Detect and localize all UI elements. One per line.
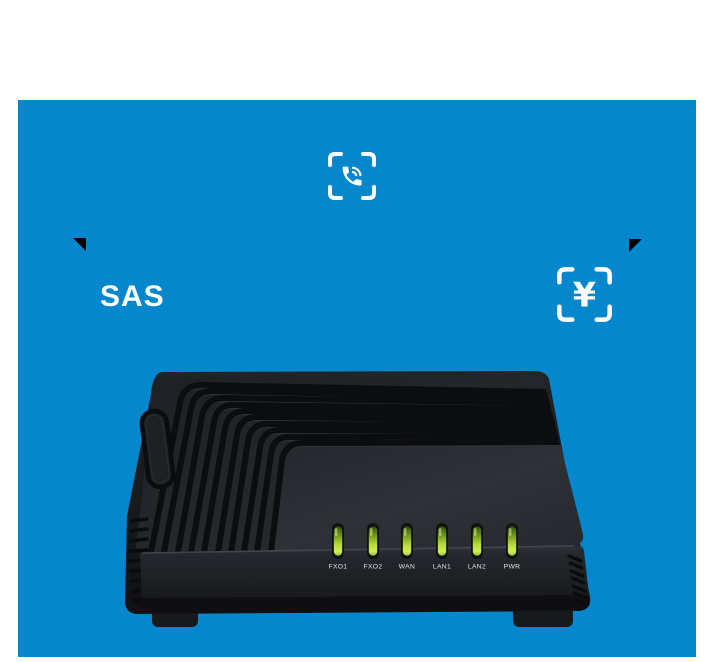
device-front-face <box>140 545 590 612</box>
device-led-panel <box>271 442 583 552</box>
svg-text:WAN: WAN <box>399 564 416 571</box>
right-vents <box>567 554 588 607</box>
led-fxo2: FXO2 <box>363 523 382 571</box>
led-pwr: PWR <box>504 523 521 571</box>
corner-mark-left <box>73 238 86 251</box>
phone-scan-icon <box>328 152 376 200</box>
led-lan2: LAN2 <box>468 523 486 571</box>
brand-text: SAS <box>100 280 165 313</box>
svg-text:LAN2: LAN2 <box>468 564 486 571</box>
svg-text:PWR: PWR <box>504 564 521 571</box>
corner-mark-right <box>629 239 642 252</box>
svg-text:FXO2: FXO2 <box>363 564 382 571</box>
svg-text:FXO1: FXO1 <box>328 564 347 571</box>
svg-text:LAN1: LAN1 <box>433 564 451 571</box>
led-row: FXO1 FXO2 WAN LAN1 <box>328 523 520 571</box>
price-scan-icon: ¥ <box>557 267 612 322</box>
device-image: FXO1 FXO2 WAN LAN1 <box>125 371 591 627</box>
yuan-symbol: ¥ <box>573 276 596 315</box>
led-lan1: LAN1 <box>433 523 451 571</box>
phone-handset-glyph <box>342 166 362 186</box>
led-fxo1: FXO1 <box>328 523 347 571</box>
device-latch <box>139 408 176 490</box>
led-wan: WAN <box>399 523 416 571</box>
device-top-face <box>135 373 584 552</box>
hero-banner: SAS ¥ <box>18 100 696 657</box>
